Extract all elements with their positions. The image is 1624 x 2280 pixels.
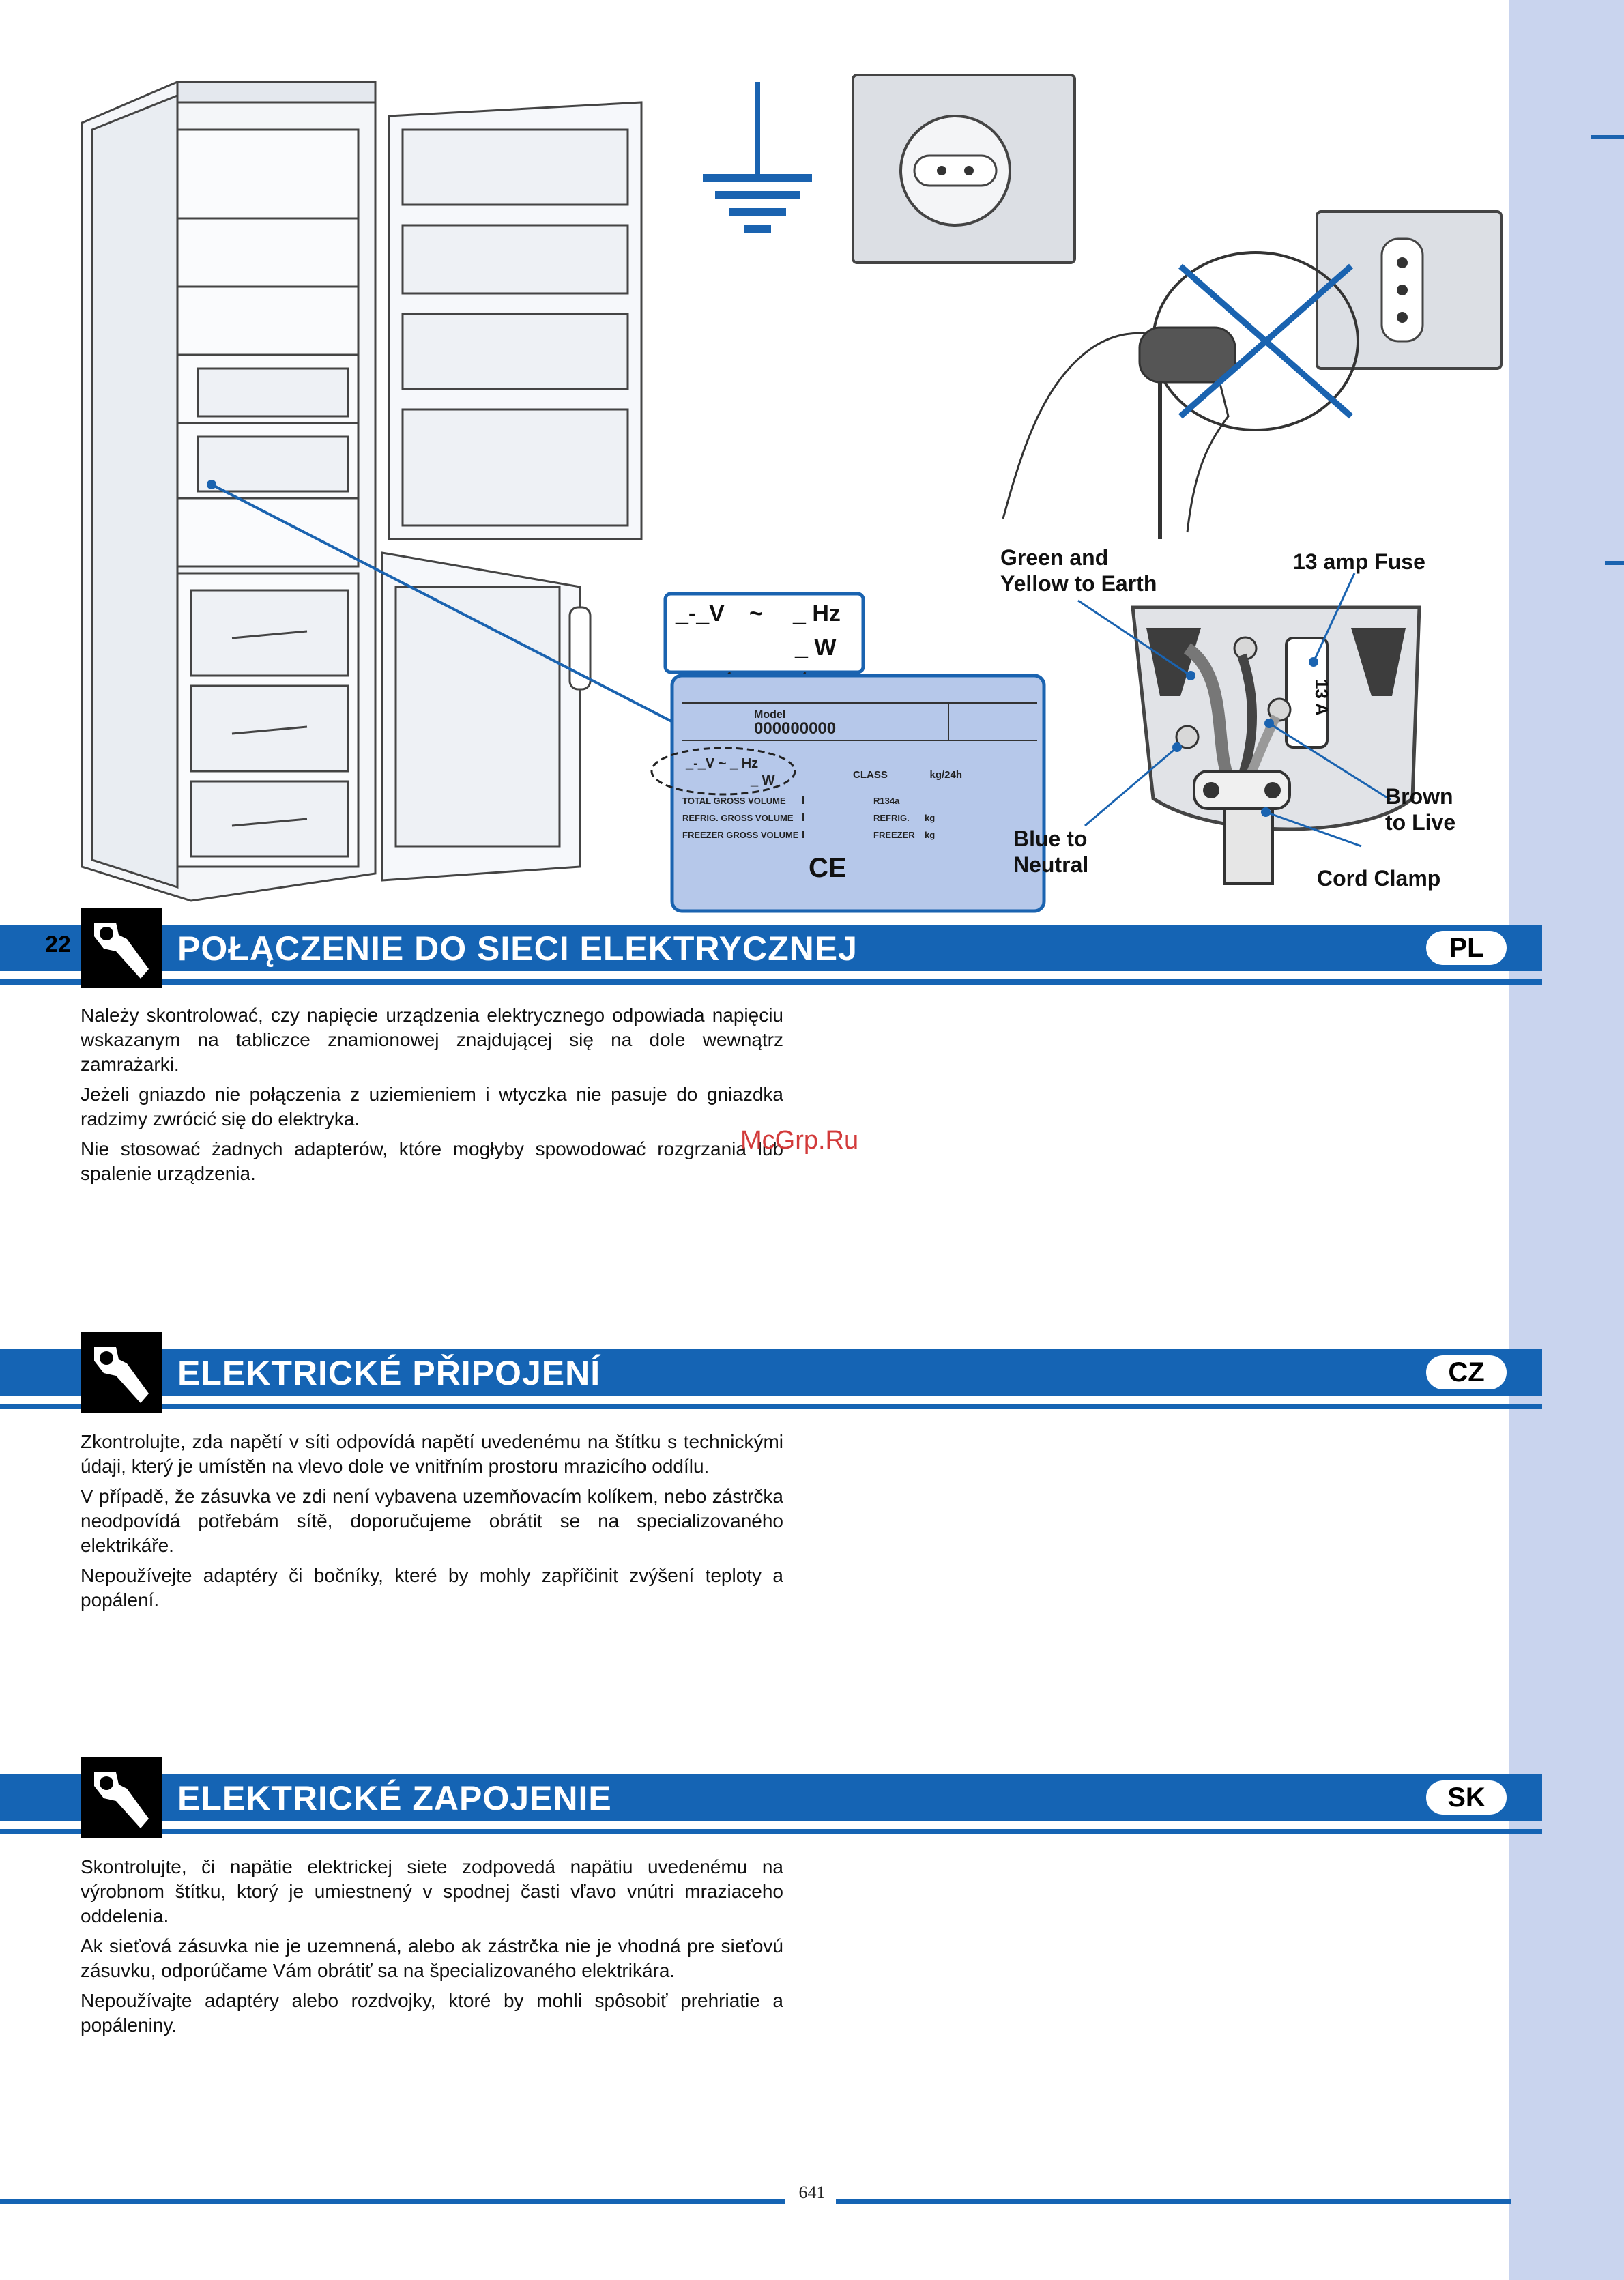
- paragraph: Nepoužívajte adaptéry alebo rozdvojky, k…: [81, 1990, 783, 2036]
- plate-row-value: l _: [802, 795, 813, 807]
- wrench-icon: [81, 1332, 162, 1413]
- wrench-icon: [81, 1757, 162, 1838]
- section-body-pl: Należy skontrolować, czy napięcie urządz…: [81, 1003, 783, 1192]
- paragraph: Należy skontrolować, czy napięcie urządz…: [81, 1005, 783, 1075]
- rating-plate: Model 000000000 _-_V ~ _ Hz _ W CLASS _ …: [650, 674, 1046, 913]
- label-fuse: 13 amp Fuse: [1293, 549, 1425, 574]
- section-sk: ELEKTRICKÉ ZAPOJENIE SK: [0, 1757, 1542, 1860]
- label-earth-line1: Green and: [1000, 545, 1108, 570]
- footer-rule-left: [0, 2199, 785, 2204]
- paragraph: Zkontrolujte, zda napětí v síti odpovídá…: [81, 1431, 783, 1477]
- watermark: McGrp.Ru: [740, 1126, 859, 1155]
- plate-row-right-value: kg _: [925, 830, 943, 840]
- label-neutral-line2: Neutral: [1013, 852, 1088, 877]
- paragraph: Ak sieťová zásuvka nie je uzemnená, aleb…: [81, 1935, 783, 1981]
- section-body-cz: Zkontrolujte, zda napětí v síti odpovídá…: [81, 1430, 783, 1618]
- zoom-watt: _ W: [794, 635, 837, 661]
- section-pl: 22 POŁĄCZENIE DO SIECI ELEKTRYCZNEJ PL: [0, 908, 1542, 1010]
- lang-badge-cz: CZ: [1426, 1355, 1507, 1389]
- lang-badge-sk: SK: [1426, 1780, 1507, 1815]
- section-banner: [0, 1349, 1542, 1396]
- hand-plug-drawing: [1002, 251, 1359, 539]
- plate-row-label: FREEZER GROSS VOLUME: [682, 830, 799, 840]
- section-cz: ELEKTRICKÉ PŘIPOJENÍ CZ: [0, 1332, 1542, 1434]
- page-number: 641: [798, 2182, 826, 2202]
- section-rule: [0, 979, 1542, 985]
- label-live-line1: Brown: [1385, 784, 1453, 809]
- left-page-number: 22: [45, 932, 71, 957]
- zoom-hz: _ Hz: [792, 601, 841, 626]
- fridge-drawing: [81, 81, 643, 902]
- installation-illustration: _-_V ~ _ Hz _ W Model 000000000 _-_V ~ _…: [55, 61, 1549, 914]
- plate-model-label: Model: [754, 709, 785, 721]
- wrench-icon: [81, 908, 162, 988]
- section-rule: [0, 1404, 1542, 1409]
- label-clamp: Cord Clamp: [1317, 866, 1440, 891]
- paragraph: Jeżeli gniazdo nie połączenia z uziemien…: [81, 1084, 783, 1129]
- zoom-tilde: ~: [749, 601, 763, 626]
- plate-row-right: R134a: [873, 796, 900, 806]
- label-live-line2: to Live: [1385, 810, 1455, 835]
- rating-zoom-box: _-_V ~ _ Hz _ W: [663, 592, 865, 674]
- plate-energy: _ kg/24h: [920, 769, 962, 781]
- plate-watt: _ W: [750, 773, 775, 788]
- plate-serial: 000000000: [754, 719, 836, 738]
- plate-row-value: l _: [802, 812, 813, 824]
- label-neutral-line1: Blue to: [1013, 826, 1087, 851]
- label-earth-line2: Yellow to Earth: [1000, 571, 1157, 596]
- zoom-voltage: _-_V: [675, 601, 725, 626]
- footer-rule-right: [836, 2199, 1511, 2204]
- paragraph: V případě, že zásuvka ve zdi není vybave…: [81, 1486, 783, 1556]
- section-rule: [0, 1829, 1542, 1834]
- plate-voltage: _-_V ~ _ Hz: [685, 756, 758, 771]
- plate-row-right: REFRIG.: [873, 813, 910, 823]
- fuse-marking: 13 A: [1311, 679, 1332, 716]
- paragraph: Nepoužívejte adaptéry či bočníky, které …: [81, 1565, 783, 1611]
- paragraph: Nie stosować żadnych adapterów, które mo…: [81, 1138, 783, 1184]
- italian-socket-drawing: [1316, 210, 1503, 370]
- side-tick-bottom: [1605, 561, 1624, 565]
- section-title: POŁĄCZENIE DO SIECI ELEKTRYCZNEJ: [177, 929, 858, 968]
- cross-icon: [1178, 263, 1353, 419]
- section-banner: [0, 1774, 1542, 1821]
- pointer-line: [211, 483, 676, 725]
- lang-badge-pl: PL: [1426, 931, 1507, 965]
- plate-row-label: TOTAL GROSS VOLUME: [682, 796, 786, 806]
- plate-row-label: REFRIG. GROSS VOLUME: [682, 813, 794, 823]
- earth-symbol-icon: [703, 82, 812, 233]
- ce-mark: CE: [809, 853, 847, 883]
- paragraph: Skontrolujte, či napätie elektrickej sie…: [81, 1856, 783, 1927]
- plate-row-right: FREEZER: [873, 830, 915, 840]
- side-band: [1509, 0, 1624, 2280]
- plate-row-right-value: kg _: [925, 813, 943, 823]
- section-title: ELEKTRICKÉ PŘIPOJENÍ: [177, 1354, 601, 1392]
- plate-row-value: l _: [802, 829, 813, 841]
- plate-class: CLASS: [853, 769, 888, 781]
- section-body-sk: Skontrolujte, či napätie elektrickej sie…: [81, 1855, 783, 2043]
- section-banner: [0, 925, 1542, 971]
- section-title: ELEKTRICKÉ ZAPOJENIE: [177, 1779, 612, 1817]
- schuko-socket-drawing: [852, 74, 1076, 264]
- side-tick-top: [1591, 135, 1624, 139]
